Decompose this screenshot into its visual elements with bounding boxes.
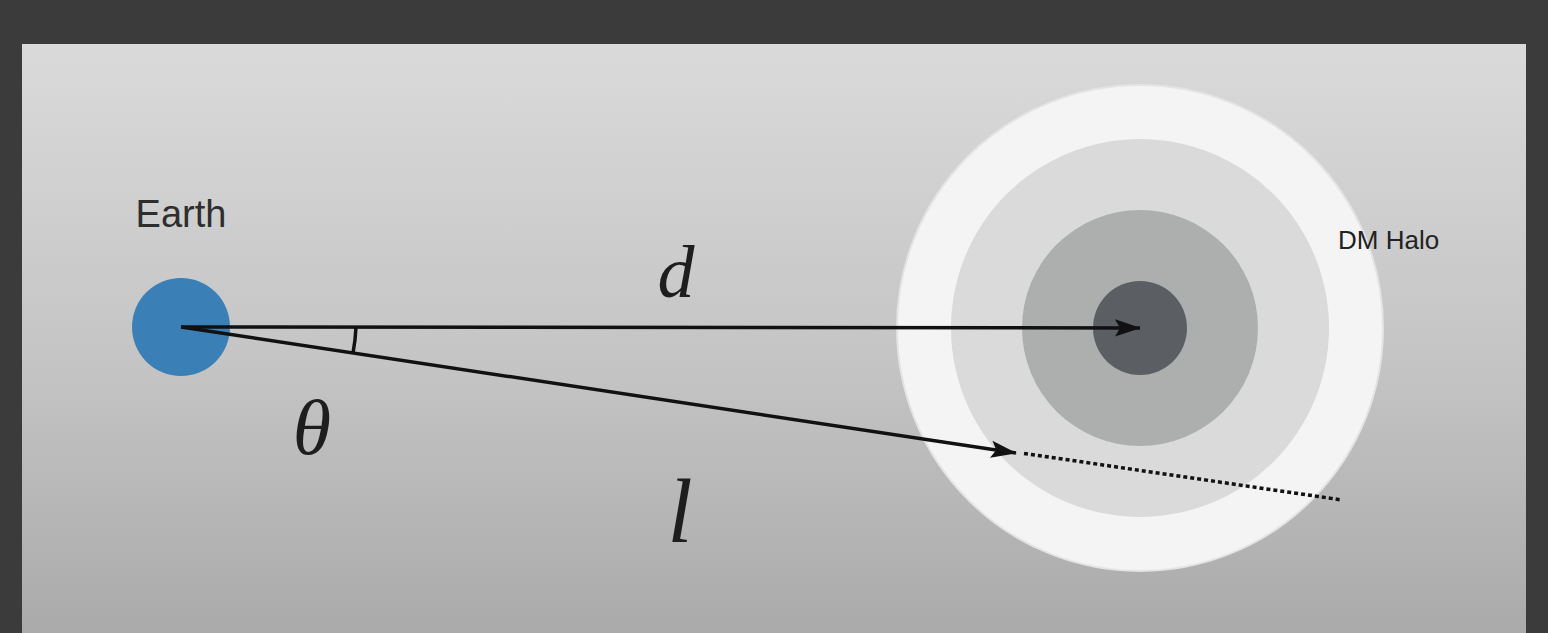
angle-arc <box>353 327 356 353</box>
angle-symbol: θ <box>293 389 331 467</box>
node-label: DM Halo <box>1338 225 1439 255</box>
halo-ring <box>1022 210 1258 446</box>
earth-circle <box>132 278 230 376</box>
halo-node: DM Halo <box>898 85 1463 571</box>
label-holder: θ <box>293 389 331 467</box>
distance-symbol: l <box>667 467 692 557</box>
halo-ring <box>1093 281 1187 375</box>
node-label: Earth <box>106 192 256 236</box>
halo-rings <box>898 85 1463 571</box>
halo-ring <box>951 139 1329 517</box>
distance-symbol: d <box>658 235 695 309</box>
earth-node: Earth <box>106 188 256 383</box>
halo-ring <box>897 85 1383 571</box>
edge-label-holder: l <box>667 467 692 557</box>
edge-label-holder: d <box>658 235 695 309</box>
